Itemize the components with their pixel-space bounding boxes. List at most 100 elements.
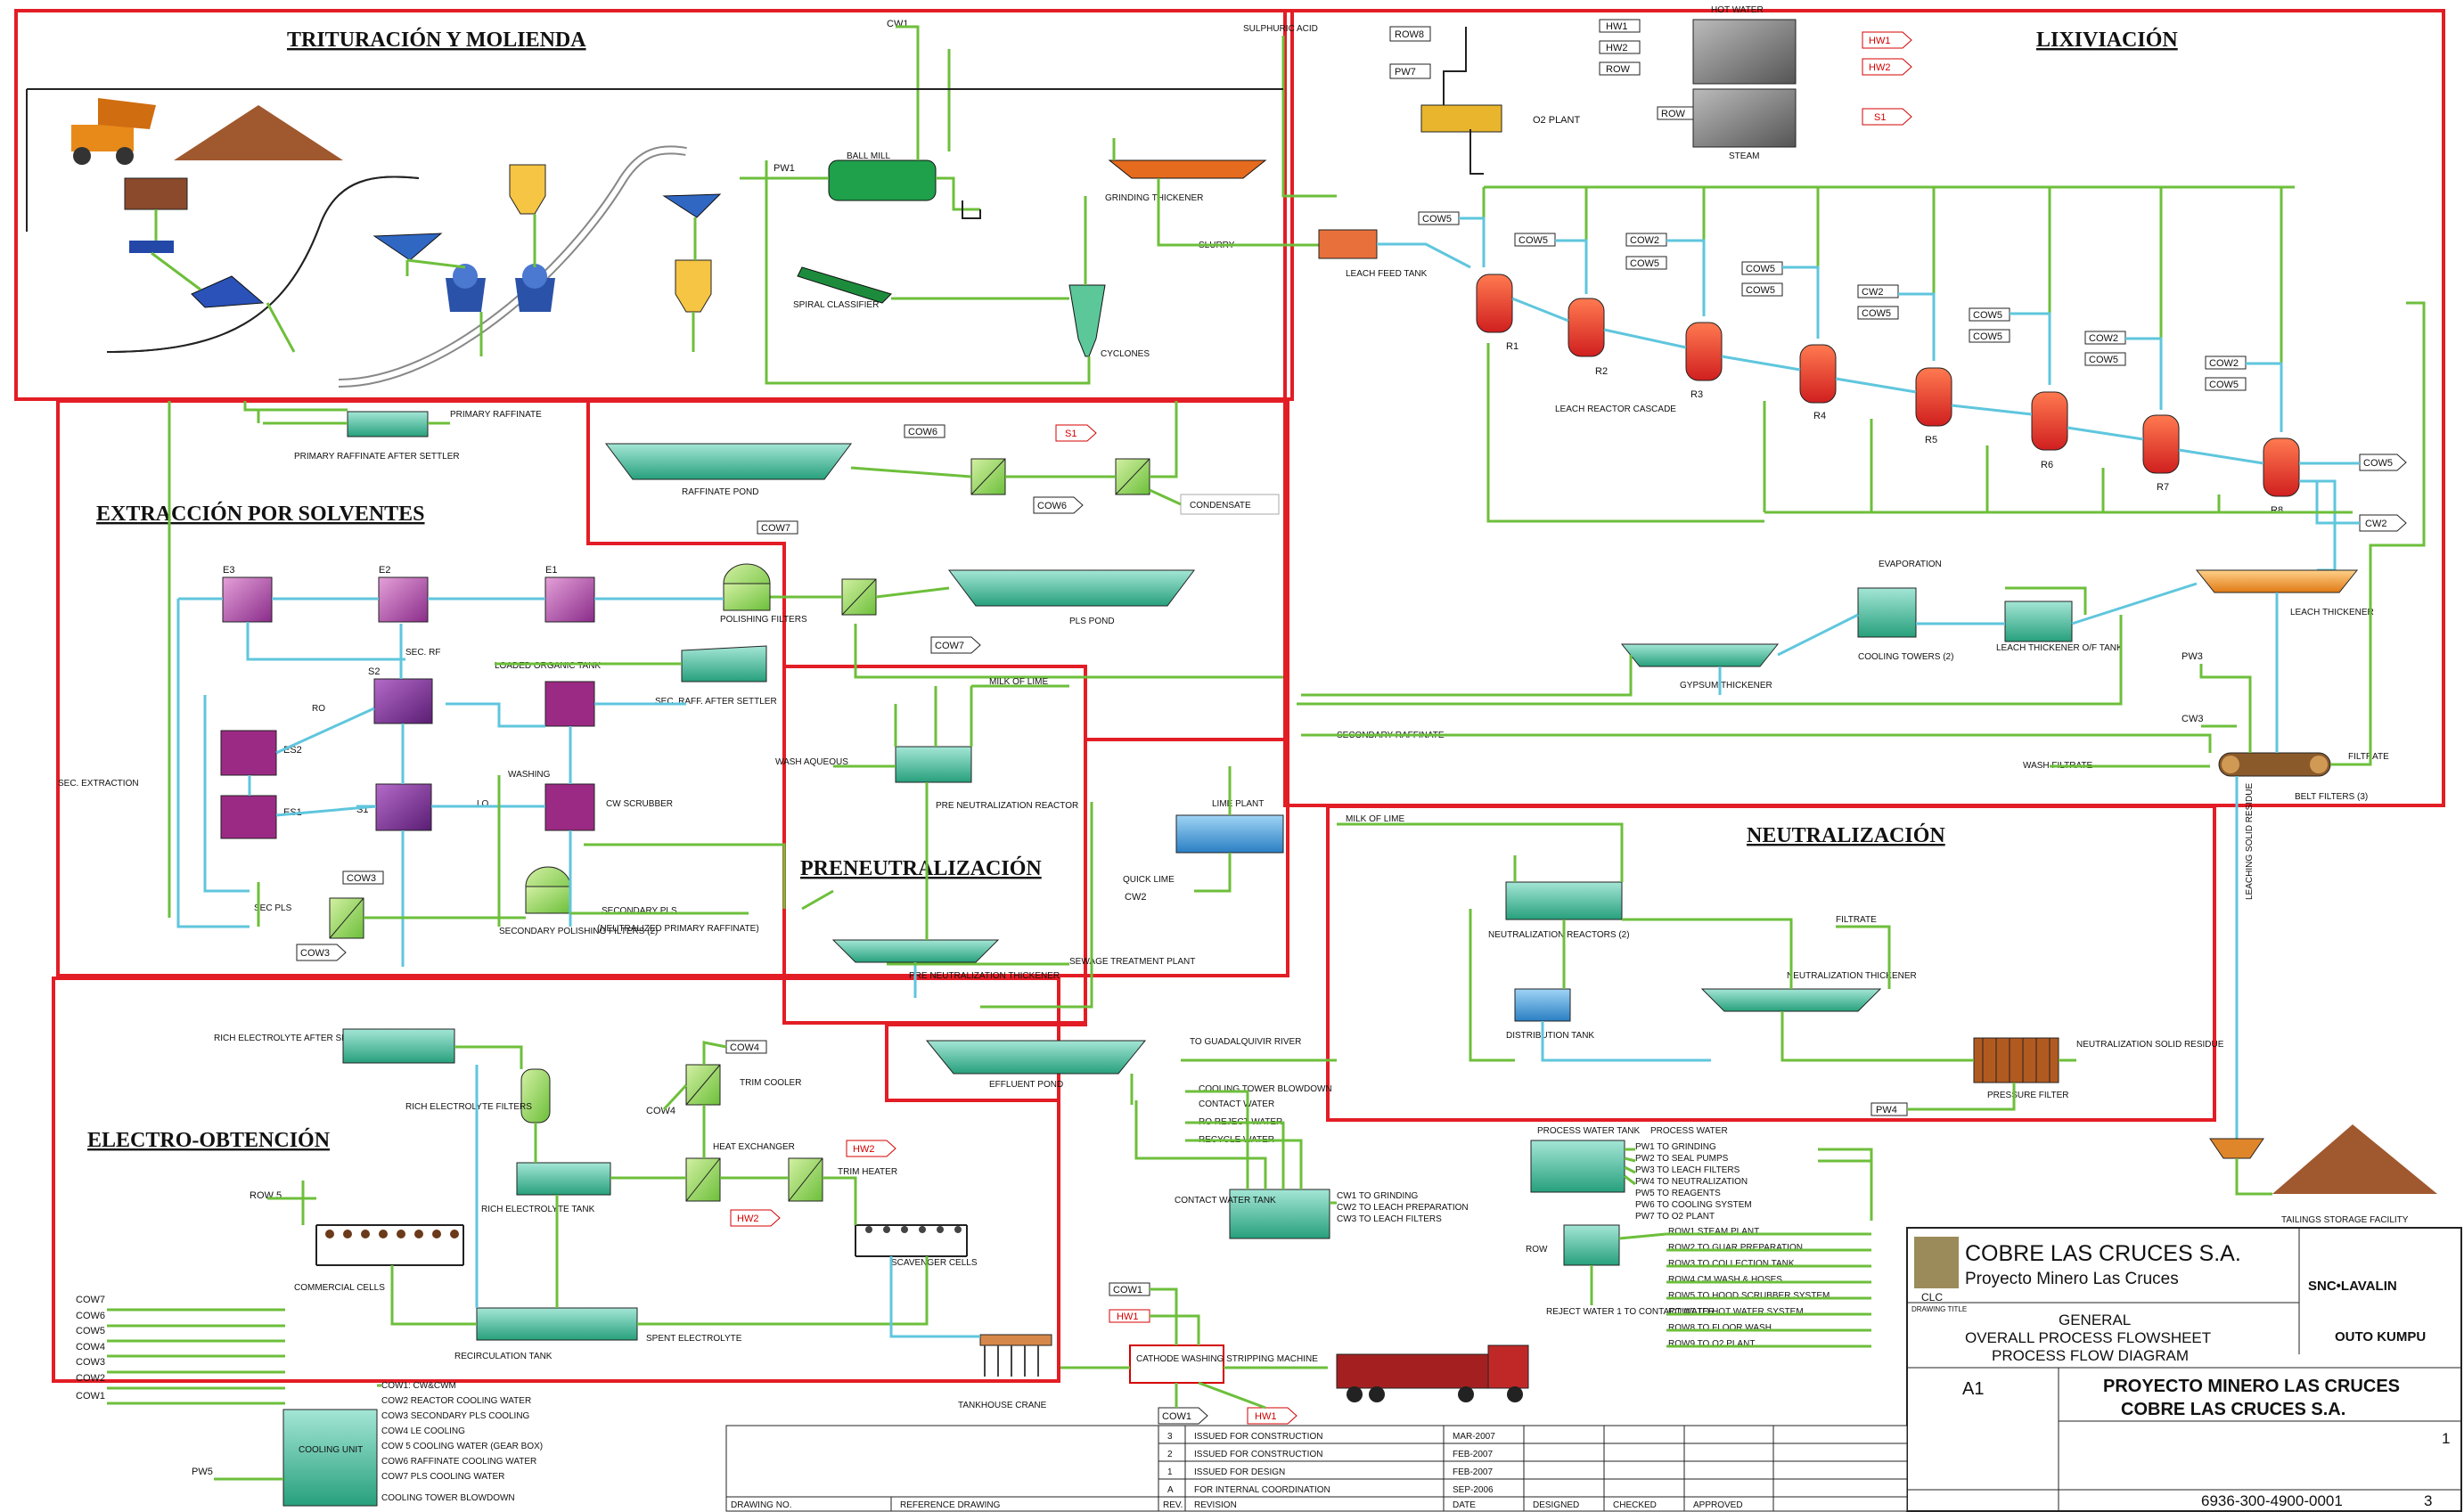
svg-text:CONTACT WATER: CONTACT WATER	[1199, 1099, 1274, 1109]
neutralization-thickener: NEUTRALIZATION THICKENER	[1702, 971, 1917, 1011]
reactor-cooling-tags: COW5 COW5 COW2 COW5 COW5 COW5 CW2 COW5 C…	[1419, 212, 2406, 531]
screen-2	[664, 194, 720, 217]
svg-text:COW3: COW3	[300, 948, 330, 959]
svg-text:CW SCRUBBER: CW SCRUBBER	[606, 799, 673, 809]
hot-water-heater	[1693, 20, 1796, 84]
svg-text:A: A	[1167, 1485, 1174, 1495]
hw-tags-in: HW1 HW2 ROW ROW	[1600, 20, 1693, 119]
ore-bin-1	[510, 165, 545, 214]
svg-text:PLS POND: PLS POND	[1069, 617, 1115, 626]
svg-text:R8: R8	[2271, 505, 2283, 516]
svg-text:EFFLUENT POND: EFFLUENT POND	[989, 1080, 1063, 1090]
col-ref-drawing: REFERENCE DRAWING	[900, 1500, 1001, 1510]
svg-text:PW1 TO GRINDING: PW1 TO GRINDING	[1635, 1142, 1716, 1152]
svg-text:COW3: COW3	[347, 873, 376, 884]
svg-text:PROCESS WATER TANK: PROCESS WATER TANK	[1537, 1126, 1641, 1136]
loaded-organic-tank: LOADED ORGANIC TANK	[495, 661, 601, 726]
svg-text:R7: R7	[2157, 482, 2169, 493]
section-title-leaching: LIXIVIACIÓN	[2036, 28, 2178, 52]
cathode-washing-machine: CATHODE WASHING STRIPPING MACHINE	[1130, 1345, 1318, 1383]
tailings-area: TAILINGS STORAGE FACILITY	[2210, 1124, 2437, 1225]
svg-text:CATHODE WASHING STRIPPING MACH: CATHODE WASHING STRIPPING MACHINE	[1136, 1354, 1318, 1364]
svg-text:R3: R3	[1690, 389, 1703, 400]
svg-text:CW1 TO GRINDING: CW1 TO GRINDING	[1337, 1191, 1419, 1201]
preneutralization-area: PRE NEUTRALIZATION REACTOR PRE NEUTRALIZ…	[775, 677, 1078, 998]
svg-text:R1: R1	[1506, 341, 1519, 352]
svg-text:ROW: ROW	[1661, 109, 1686, 119]
settler-e3: E3	[223, 565, 272, 622]
pls-pond: PLS POND	[949, 570, 1194, 626]
leaching-solid-residue-label: LEACHING SOLID RESIDUE	[2245, 783, 2255, 900]
sec-raff-settler: SEC. RAFF. AFTER SETTLER	[655, 646, 777, 707]
quick-lime-label: QUICK LIME	[1123, 875, 1175, 885]
cooling-towers: EVAPORATION COOLING TOWERS (2)	[1858, 560, 1953, 662]
sec-pls-cooler	[330, 898, 364, 938]
svg-text:FEB-2007: FEB-2007	[1453, 1450, 1493, 1459]
svg-text:LEACH THICKENER O/F TANK: LEACH THICKENER O/F TANK	[1996, 643, 2123, 653]
col-checked: CHECKED	[1613, 1500, 1657, 1510]
heat-exchanger: HEAT EXCHANGER	[686, 1142, 795, 1201]
spiral-classifier	[798, 267, 891, 303]
section-title-preneutralization: PRENEUTRALIZACIÓN	[800, 856, 1042, 880]
svg-text:ROW: ROW	[1606, 64, 1631, 75]
svg-text:CYCLONES: CYCLONES	[1101, 349, 1150, 359]
drawing-title-line2: OVERALL PROCESS FLOWSHEET	[1965, 1329, 2211, 1346]
title-block: CLC COBRE LAS CRUCES S.A. Proyecto Miner…	[1907, 1228, 2461, 1511]
svg-text:LEACH FEED TANK: LEACH FEED TANK	[1346, 269, 1428, 279]
svg-text:LEACH REACTOR CASCADE: LEACH REACTOR CASCADE	[1555, 405, 1676, 414]
leach-reactor-r5: R5	[1916, 368, 1952, 445]
svg-text:E3: E3	[223, 565, 234, 576]
svg-text:DISTRIBUTION TANK: DISTRIBUTION TANK	[1506, 1031, 1594, 1041]
svg-text:COW5: COW5	[1422, 214, 1452, 225]
svg-text:COMMERCIAL CELLS: COMMERCIAL CELLS	[294, 1283, 385, 1293]
svg-text:O2 PLANT: O2 PLANT	[1533, 115, 1580, 126]
grinding-thickener: GRINDING THICKENER	[1105, 160, 1265, 203]
svg-text:COW7: COW7	[76, 1295, 105, 1305]
cooling-unit: COOLING UNIT COW1: CW&CWM COW2 REACTOR C…	[192, 1381, 543, 1506]
clc-logo-text: CLC	[1921, 1291, 1943, 1304]
svg-text:RAFFINATE POND: RAFFINATE POND	[682, 487, 758, 497]
svg-text:PW4 TO NEUTRALIZATION: PW4 TO NEUTRALIZATION	[1635, 1177, 1748, 1187]
svg-text:HW2: HW2	[737, 1214, 758, 1224]
cw-scrubber: CW SCRUBBER	[545, 784, 673, 830]
rich-electrolyte-settler	[343, 1029, 454, 1063]
svg-text:HW2: HW2	[853, 1144, 874, 1155]
sheet-size: A1	[1962, 1379, 1984, 1399]
polishing-filters: POLISHING FILTERS	[720, 564, 807, 625]
svg-text:COW5: COW5	[1746, 285, 1775, 296]
svg-text:EVAPORATION: EVAPORATION	[1879, 560, 1942, 569]
cathode-area: COW1 HW1 CATHODE WASHING STRIPPING MACHI…	[1060, 1283, 1528, 1424]
svg-text:PRE NEUTRALIZATION REACTOR: PRE NEUTRALIZATION REACTOR	[936, 801, 1078, 811]
svg-text:TANKHOUSE CRANE: TANKHOUSE CRANE	[958, 1401, 1047, 1410]
svg-text:TRIM HEATER: TRIM HEATER	[838, 1167, 897, 1177]
svg-text:HW2: HW2	[1606, 43, 1627, 53]
ro-label: RO	[312, 704, 325, 714]
svg-text:PW5 TO REAGENTS: PW5 TO REAGENTS	[1635, 1189, 1721, 1198]
leach-reactor-r7: R7	[2143, 415, 2179, 493]
svg-text:NEUTRALIZATION REACTORS (2): NEUTRALIZATION REACTORS (2)	[1488, 930, 1630, 940]
svg-text:COW4: COW4	[76, 1342, 105, 1353]
steam-boiler	[1693, 89, 1796, 147]
sheet-number: 1	[2442, 1430, 2450, 1447]
svg-text:COW5: COW5	[1862, 308, 1891, 319]
svg-text:LEACH THICKENER: LEACH THICKENER	[2290, 608, 2374, 617]
leach-thickener: LEACH THICKENER	[2197, 570, 2374, 617]
svg-text:R6: R6	[2041, 460, 2053, 470]
tailings-storage-icon	[2272, 1124, 2437, 1194]
cathode-truck-icon	[1337, 1345, 1528, 1402]
ore-stockpile-icon	[174, 105, 343, 160]
col-drawing-no: DRAWING NO.	[731, 1500, 792, 1510]
spent-electrolyte-label: SPENT ELECTROLYTE	[646, 1334, 742, 1344]
gypsum-thickener: GYPSUM THICKENER	[1622, 644, 1778, 691]
svg-text:HW2: HW2	[1869, 62, 1890, 73]
rich-electrolyte-tank: RICH ELECTROLYTE TANK	[481, 1163, 610, 1214]
milk-of-lime-label-neut: MILK OF LIME	[1346, 814, 1404, 824]
cooling-water-list: COW1: CW&CWM COW2 REACTOR COOLING WATER …	[381, 1381, 543, 1503]
sec-extraction-label: SEC. EXTRACTION	[58, 779, 139, 789]
neutralization-solid-residue-label: NEUTRALIZATION SOLID RESIDUE	[2076, 1040, 2224, 1050]
svg-text:HW1: HW1	[1606, 21, 1627, 32]
svg-text:COW6 RAFFINATE COOLING WATER: COW6 RAFFINATE COOLING WATER	[381, 1457, 536, 1467]
filtrate-label-neut: FILTRATE	[1836, 915, 1877, 925]
clc-logo-icon	[1914, 1237, 1959, 1288]
